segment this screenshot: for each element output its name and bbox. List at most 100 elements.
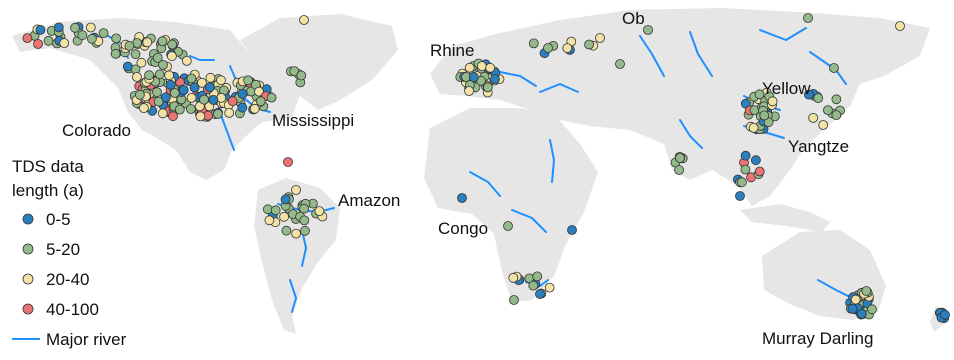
station-point-20-40 bbox=[562, 43, 573, 53]
major-river bbox=[301, 229, 307, 267]
station-point-20-40 bbox=[264, 215, 275, 226]
river-label-murray-darling: Murray Darling bbox=[762, 329, 873, 348]
station-point-20-40 bbox=[196, 77, 207, 88]
station-point-40-100 bbox=[168, 111, 178, 122]
legend-title-line2: length (a) bbox=[12, 181, 84, 200]
station-point-20-40 bbox=[136, 57, 147, 68]
station-point-5-20 bbox=[615, 59, 625, 69]
station-point-5-20 bbox=[675, 153, 685, 163]
greenland-land bbox=[240, 14, 398, 110]
station-point-5-20 bbox=[199, 94, 209, 105]
river-label-rhine: Rhine bbox=[430, 41, 474, 60]
station-point-0-5 bbox=[804, 89, 814, 100]
legend: TDS data length (a) 0-5 5-20 20-40 40-10… bbox=[12, 157, 127, 349]
station-point-0-5 bbox=[740, 150, 751, 161]
station-point-5-20 bbox=[110, 48, 121, 59]
station-point-20-40 bbox=[595, 33, 605, 43]
station-point-5-20 bbox=[754, 89, 765, 100]
major-river bbox=[469, 171, 501, 197]
station-point-5-20 bbox=[134, 89, 145, 100]
station-point-20-40 bbox=[59, 38, 70, 48]
legend-swatch-5-20 bbox=[22, 243, 34, 255]
station-point-5-20 bbox=[299, 215, 310, 226]
station-point-5-20 bbox=[584, 39, 594, 50]
station-point-20-40 bbox=[476, 61, 487, 71]
station-point-5-20 bbox=[829, 63, 839, 73]
station-point-0-5 bbox=[940, 309, 950, 320]
station-point-5-20 bbox=[482, 82, 493, 93]
station-point-5-20 bbox=[503, 221, 513, 231]
station-point-0-5 bbox=[178, 85, 189, 95]
station-point-5-20 bbox=[212, 109, 223, 119]
station-point-0-5 bbox=[280, 194, 291, 205]
station-point-0-5 bbox=[567, 225, 577, 235]
station-point-20-40 bbox=[291, 185, 301, 195]
station-point-20-40 bbox=[508, 272, 519, 283]
station-point-20-40 bbox=[166, 51, 177, 62]
station-point-20-40 bbox=[544, 282, 555, 293]
river-labels: Colorado Mississippi Amazon Rhine Ob Con… bbox=[62, 9, 873, 348]
station-point-5-20 bbox=[77, 30, 88, 41]
station-point-20-40 bbox=[818, 120, 829, 130]
station-point-20-40 bbox=[254, 86, 264, 97]
station-point-5-20 bbox=[98, 28, 109, 38]
legend-label-0-5: 0-5 bbox=[46, 210, 71, 229]
major-river bbox=[499, 71, 537, 87]
station-point-5-20 bbox=[528, 280, 539, 291]
station-point-20-40 bbox=[186, 93, 197, 103]
station-point-20-40 bbox=[314, 206, 325, 217]
station-point-5-20 bbox=[281, 225, 292, 236]
southeast-asia-islands bbox=[740, 204, 830, 232]
station-point-5-20 bbox=[737, 177, 747, 188]
legend-swatch-0-5 bbox=[22, 213, 34, 225]
station-point-40-100 bbox=[22, 33, 33, 43]
station-point-5-20 bbox=[130, 49, 141, 60]
station-point-5-20 bbox=[300, 225, 310, 236]
station-point-0-5 bbox=[847, 303, 858, 314]
station-point-40-100 bbox=[283, 157, 293, 167]
station-point-0-5 bbox=[468, 72, 479, 82]
station-point-20-40 bbox=[850, 294, 861, 305]
station-point-0-5 bbox=[161, 92, 171, 103]
station-point-20-40 bbox=[164, 70, 175, 81]
station-point-5-20 bbox=[543, 43, 553, 53]
station-point-5-20 bbox=[158, 60, 168, 70]
station-points bbox=[22, 13, 950, 324]
station-point-20-40 bbox=[157, 108, 168, 119]
station-point-20-40 bbox=[142, 37, 153, 48]
station-point-5-20 bbox=[813, 93, 824, 103]
station-point-20-40 bbox=[485, 62, 496, 73]
station-point-5-20 bbox=[831, 94, 842, 105]
station-point-20-40 bbox=[895, 21, 905, 31]
legend-label-5-20: 5-20 bbox=[46, 240, 80, 259]
station-point-20-40 bbox=[279, 211, 290, 222]
station-point-20-40 bbox=[249, 103, 260, 114]
station-point-5-20 bbox=[674, 165, 684, 175]
station-point-5-20 bbox=[803, 13, 813, 23]
station-point-5-20 bbox=[528, 38, 539, 49]
major-river bbox=[679, 119, 703, 149]
station-point-0-5 bbox=[122, 61, 133, 72]
station-point-0-5 bbox=[53, 22, 64, 33]
station-point-5-20 bbox=[270, 205, 281, 216]
legend-title-line1: TDS data bbox=[12, 157, 84, 176]
station-point-0-5 bbox=[856, 308, 867, 319]
station-point-20-40 bbox=[291, 228, 302, 239]
station-point-5-20 bbox=[266, 92, 277, 103]
station-point-5-20 bbox=[185, 104, 196, 114]
station-point-0-5 bbox=[237, 102, 248, 113]
station-point-0-5 bbox=[535, 289, 545, 299]
station-point-20-40 bbox=[224, 108, 235, 118]
station-point-20-40 bbox=[181, 56, 192, 66]
legend-label-major-river: Major river bbox=[46, 330, 127, 349]
station-point-5-20 bbox=[255, 96, 266, 107]
station-point-40-100 bbox=[33, 39, 43, 49]
legend-label-20-40: 20-40 bbox=[46, 270, 89, 289]
station-point-5-20 bbox=[111, 33, 122, 44]
station-point-5-20 bbox=[299, 203, 310, 214]
station-point-5-20 bbox=[152, 53, 163, 63]
major-river bbox=[759, 27, 807, 41]
station-point-5-20 bbox=[759, 110, 770, 121]
station-point-5-20 bbox=[169, 88, 180, 98]
station-point-5-20 bbox=[152, 87, 162, 98]
